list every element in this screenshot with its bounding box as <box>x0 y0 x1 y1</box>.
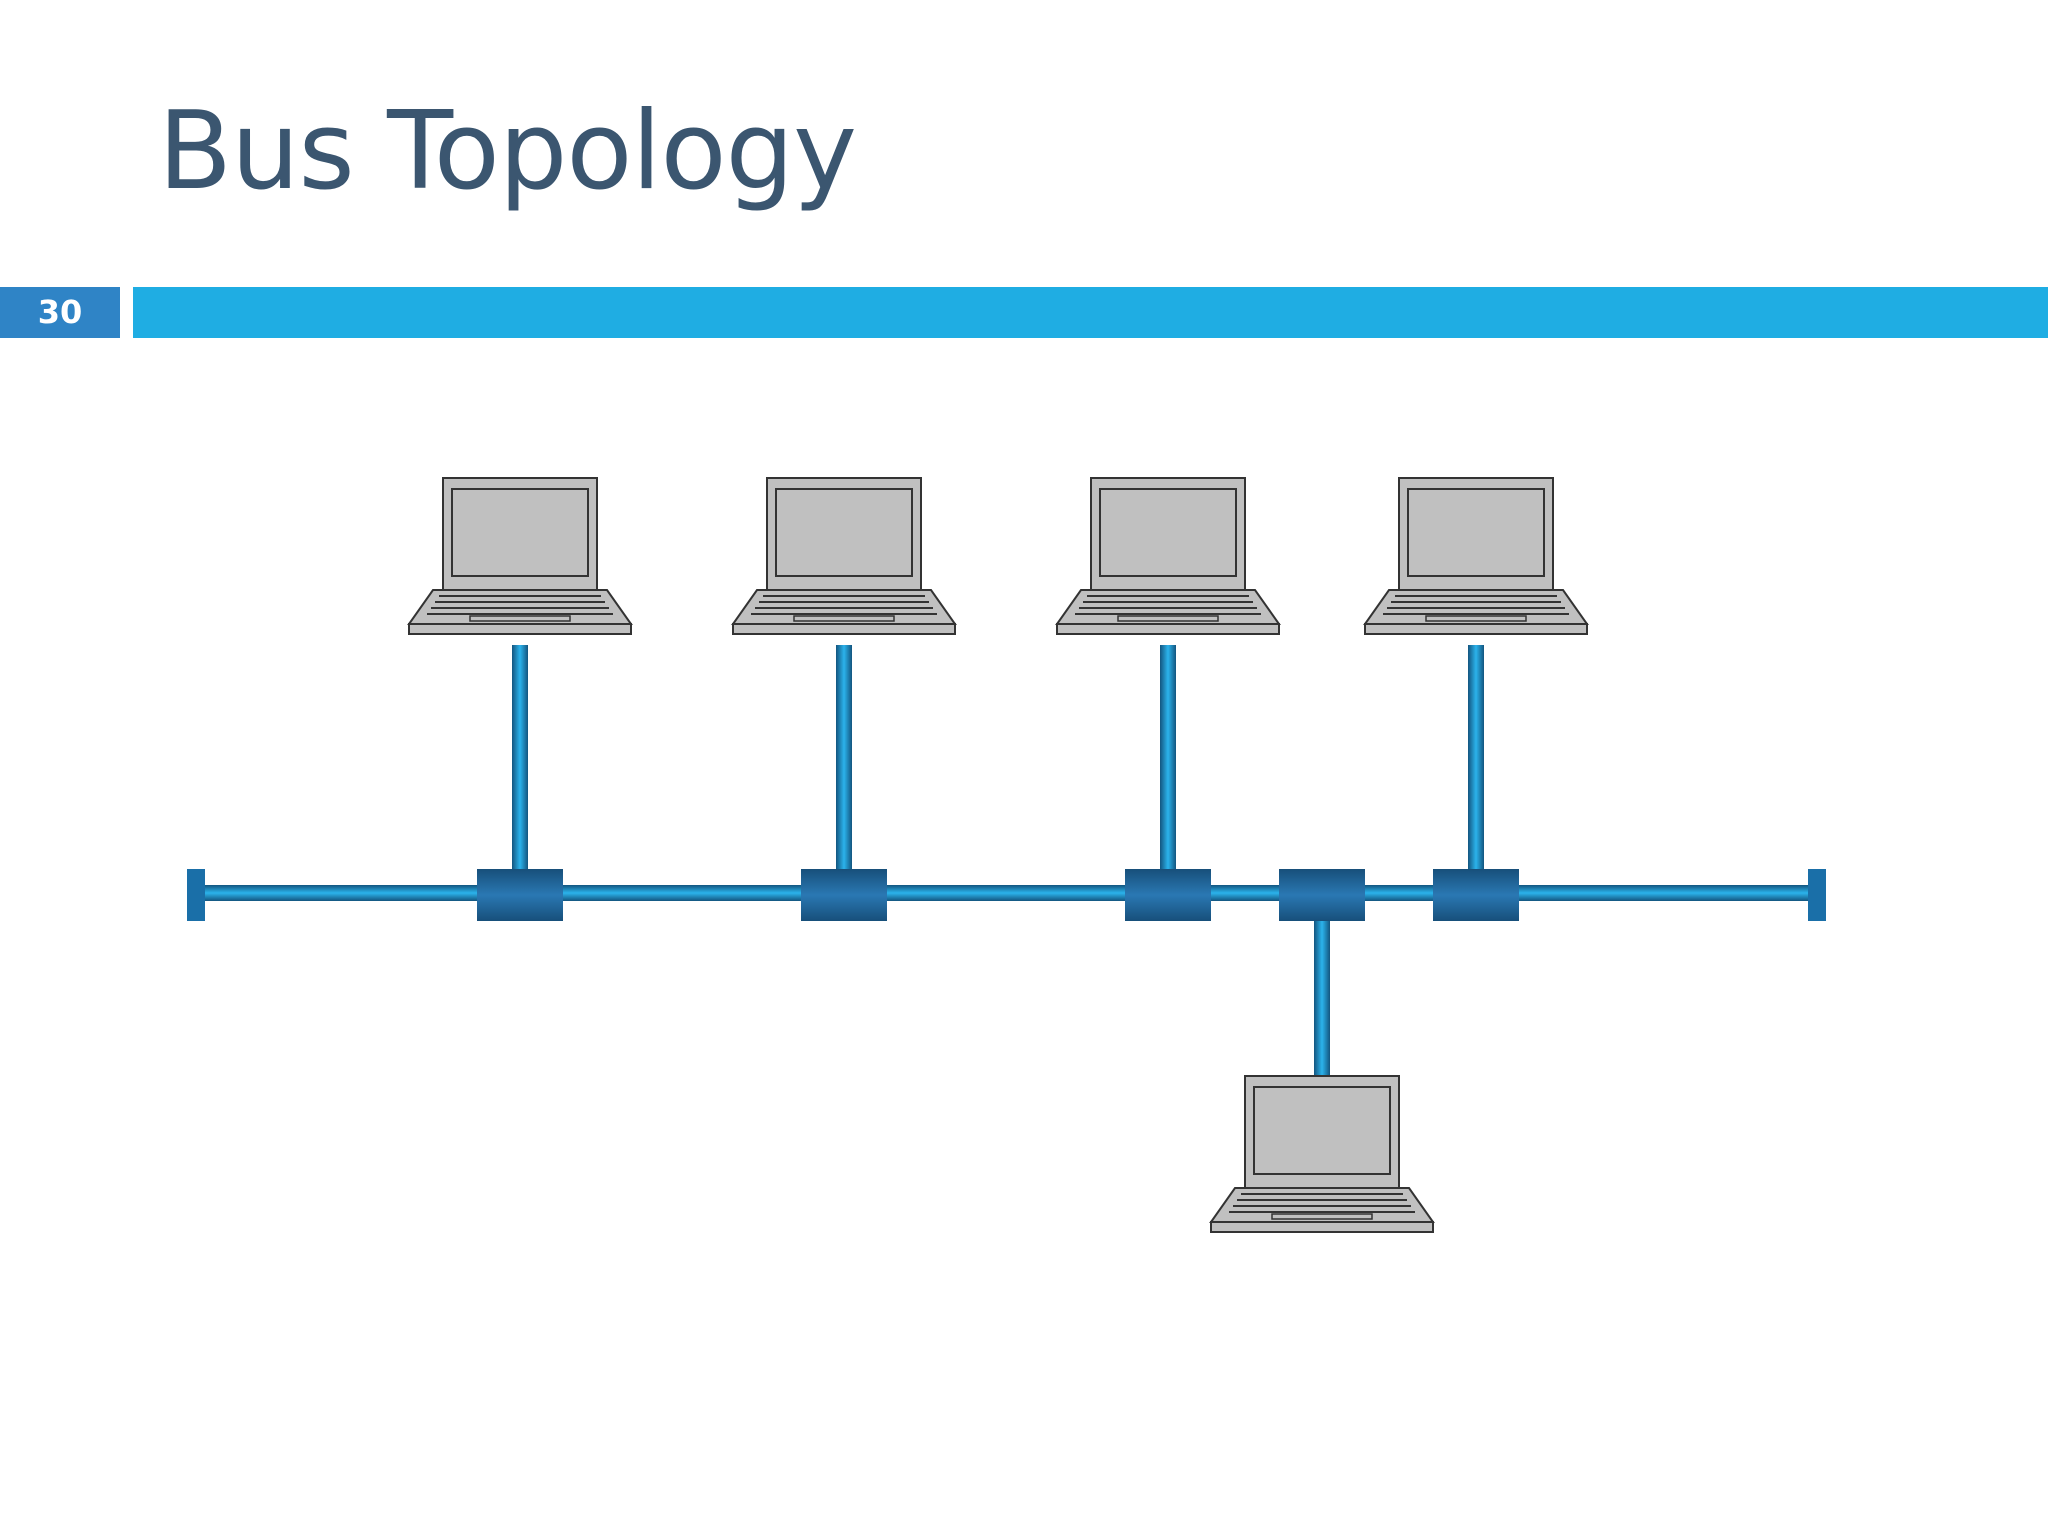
title-accent-bar <box>133 287 2048 338</box>
bus-connector <box>801 869 887 921</box>
bus-backbone-cable <box>196 885 1808 901</box>
page-number: 30 <box>0 287 120 338</box>
bus-connector <box>1125 869 1211 921</box>
bus-connector <box>477 869 563 921</box>
bus-connector <box>1279 869 1365 921</box>
bus-terminator-left <box>187 869 205 921</box>
laptop-icon <box>408 477 632 635</box>
drop-cable-5 <box>1468 645 1484 871</box>
laptop-icon <box>1364 477 1588 635</box>
drop-cable-2 <box>836 645 852 871</box>
bus-connector <box>1433 869 1519 921</box>
laptop-icon <box>732 477 956 635</box>
drop-cable-1 <box>512 645 528 871</box>
slide-title: Bus Topology <box>158 89 857 214</box>
laptop-icon <box>1210 1075 1434 1233</box>
drop-cable-3 <box>1160 645 1176 871</box>
bus-terminator-right <box>1808 869 1826 921</box>
laptop-icon <box>1056 477 1280 635</box>
